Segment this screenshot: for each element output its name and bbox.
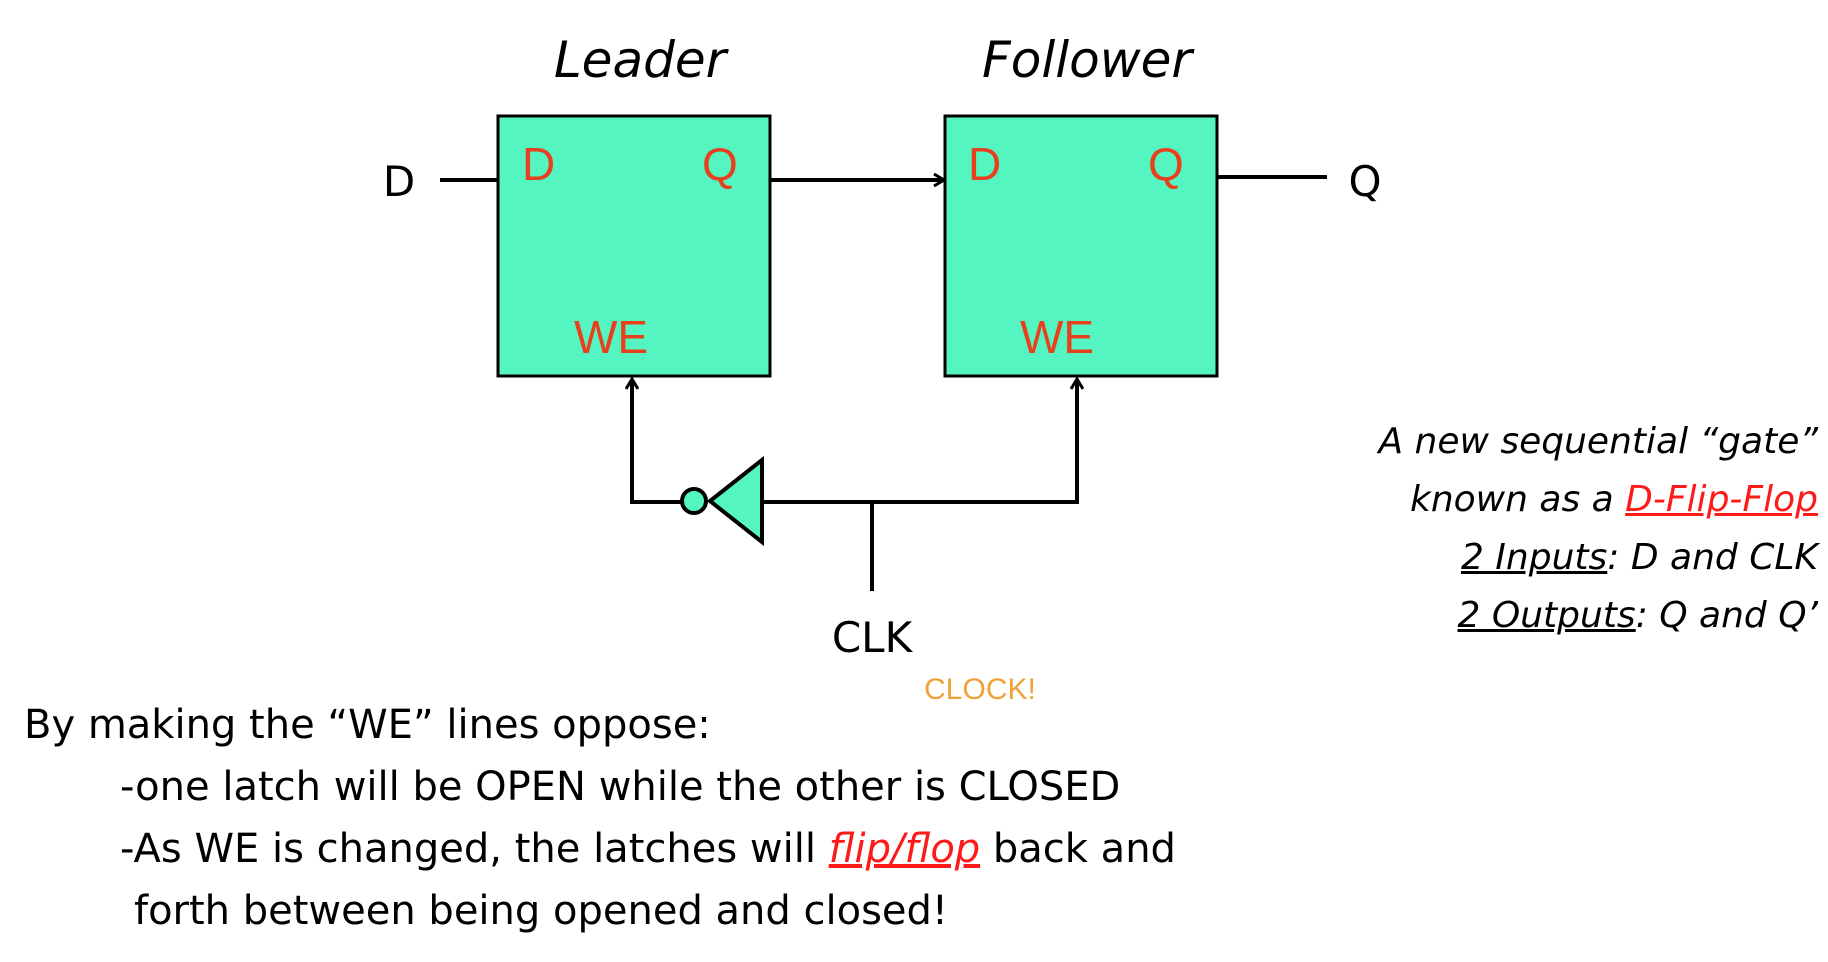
leader-we-port: WE (574, 311, 648, 363)
explanation-line-3-post: back and (980, 826, 1176, 872)
flip-flop-emphasis: flip/flop (828, 826, 981, 872)
side-note-line-2: known as a D-Flip-Flop (1258, 471, 1818, 529)
clk-label: CLK (832, 613, 914, 662)
side-note-line-4: 2 Outputs: Q and Q’ (1258, 587, 1818, 645)
inputs-text: : D and CLK (1607, 537, 1818, 578)
side-note-line-2-text: known as a (1409, 479, 1626, 520)
follower-q-port: Q (1148, 138, 1184, 190)
leader-latch-block (496, 114, 772, 378)
follower-d-port: D (968, 138, 1001, 190)
clock-note: CLOCK! (924, 673, 1036, 706)
side-note: A new sequential “gate” known as a D-Fli… (1258, 413, 1818, 645)
explanation-line-1: By making the “WE” lines oppose: (24, 702, 711, 748)
input-d-label: D (383, 157, 415, 206)
explanation-line-3-pre: -As WE is changed, the latches will (120, 826, 829, 872)
follower-title: Follower (982, 31, 1195, 89)
leader-we-wire (632, 380, 682, 504)
explanation-text: By making the “WE” lines oppose: -one la… (24, 694, 1324, 942)
side-note-line-3: 2 Inputs: D and CLK (1258, 529, 1818, 587)
explanation-line-4: forth between being opened and closed! (134, 888, 948, 934)
leader-q-port: Q (702, 138, 738, 190)
inverter-bubble-icon (680, 487, 708, 515)
explanation-line-2: -one latch will be OPEN while the other … (120, 764, 1121, 810)
outputs-heading: 2 Outputs (1457, 595, 1636, 636)
inverter-icon (706, 455, 764, 547)
follower-we-port: WE (1020, 311, 1094, 363)
leader-title: Leader (554, 31, 730, 89)
inputs-heading: 2 Inputs (1460, 537, 1608, 578)
output-q-label: Q (1348, 157, 1381, 206)
outputs-text: : Q and Q’ (1635, 595, 1818, 636)
side-note-line-1: A new sequential “gate” (1378, 421, 1818, 462)
explanation-line-3: -As WE is changed, the latches will flip… (24, 818, 1324, 880)
follower-we-wire (762, 380, 1077, 504)
d-flip-flop-link[interactable]: D-Flip-Flop (1625, 479, 1818, 520)
follower-latch-block (943, 114, 1219, 378)
leader-d-port: D (522, 138, 555, 190)
